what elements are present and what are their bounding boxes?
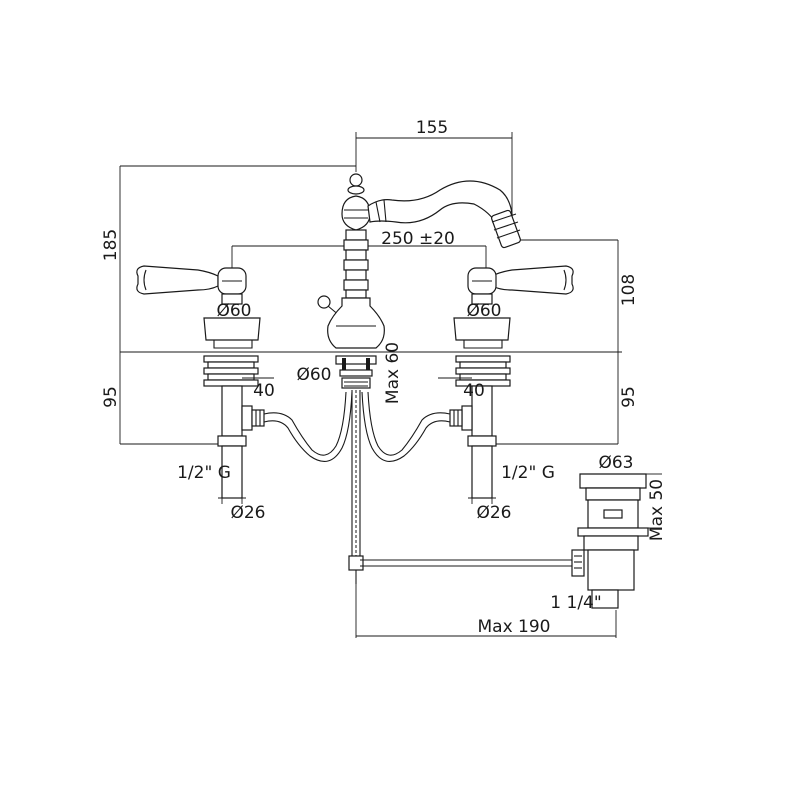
- dim-max-190-label: Max 190: [478, 617, 551, 637]
- right-thread-label: 1/2" G: [501, 463, 555, 483]
- drain-max50-label: Max 50: [647, 479, 667, 541]
- drain-assembly: [360, 473, 662, 609]
- dimension-155: 155: [355, 118, 513, 232]
- dimension-185: 185: [101, 165, 356, 352]
- dim-155-label: 155: [416, 118, 448, 138]
- max-60-label: Max 60: [383, 342, 403, 404]
- drain-thread-label: 1 1/4": [550, 593, 601, 613]
- spout-assembly: [317, 173, 521, 584]
- right-diameter-top-label: Ø60: [466, 301, 501, 321]
- left-valve: [136, 265, 274, 504]
- dim-250-label: 250 ±20: [381, 229, 455, 249]
- drain-d63-label: Ø63: [598, 453, 633, 473]
- left-40-label: 40: [253, 381, 275, 401]
- center-diameter-label: Ø60: [296, 365, 331, 385]
- right-40-label: 40: [463, 381, 485, 401]
- left-thread-label: 1/2" G: [177, 463, 231, 483]
- dimension-108: 108: [520, 239, 639, 352]
- dim-185-label: 185: [101, 229, 121, 261]
- right-valve: [438, 265, 574, 504]
- right-d26-label: Ø26: [476, 503, 511, 523]
- dimension-95-right: 95: [490, 352, 639, 445]
- left-diameter-top-label: Ø60: [216, 301, 251, 321]
- left-d26-label: Ø26: [230, 503, 265, 523]
- connection-hoses: [241, 391, 473, 462]
- dimension-max-190: Max 190: [355, 584, 617, 638]
- dimension-95-left: 95: [101, 352, 222, 445]
- dim-108-label: 108: [619, 274, 639, 306]
- dim-95-right-label: 95: [619, 386, 639, 408]
- dim-95-left-label: 95: [101, 386, 121, 408]
